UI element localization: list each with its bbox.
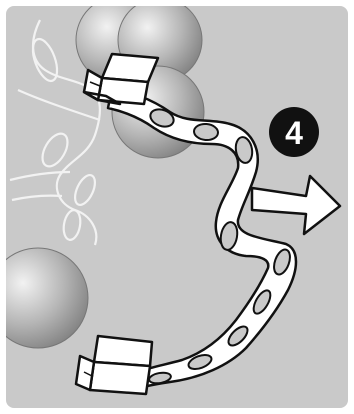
- ghost-bracket-outline: [9, 19, 101, 246]
- right-arrow-icon: [250, 174, 342, 236]
- illustration-panel: 4: [6, 6, 348, 408]
- step-number: 4: [285, 115, 303, 151]
- assembly-illustration: 4: [6, 6, 342, 396]
- filled-circle-icon: [269, 107, 319, 157]
- sphere-bottom-left: [6, 247, 89, 349]
- step-badge: 4: [269, 107, 319, 157]
- clamp-top: [82, 52, 160, 106]
- clamp-bottom: [74, 334, 154, 396]
